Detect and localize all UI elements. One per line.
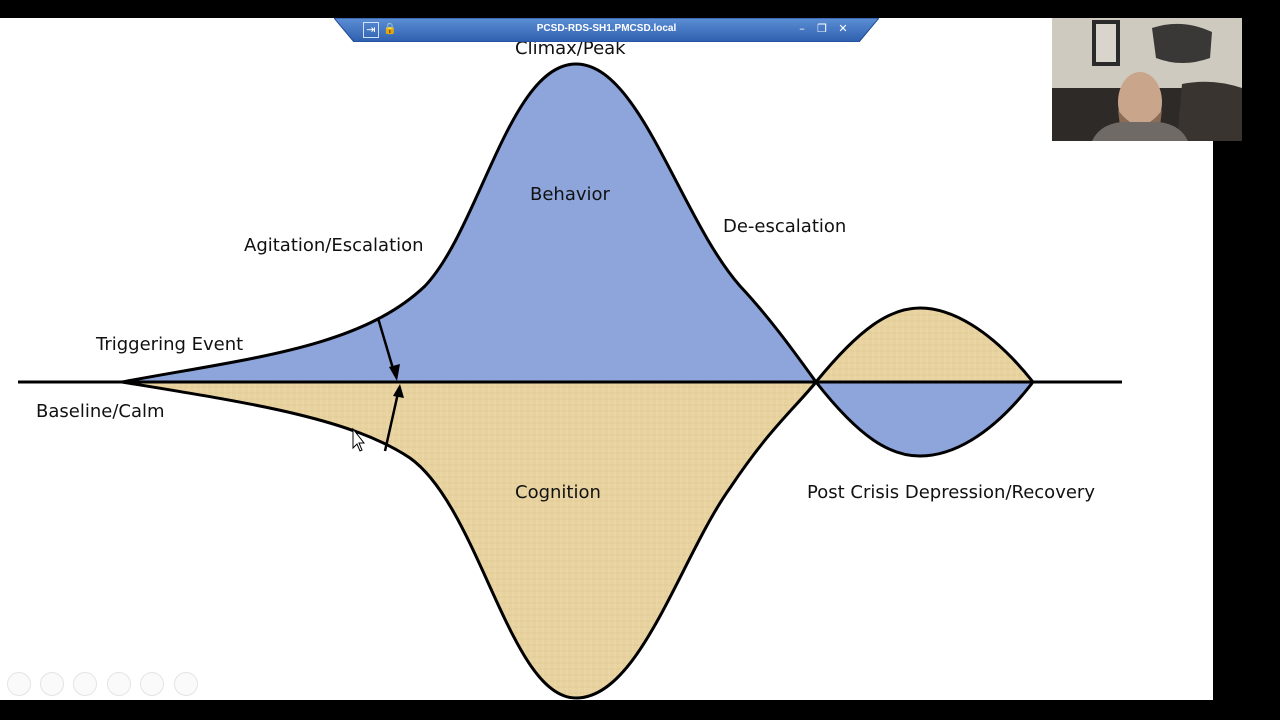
baseline-label: Baseline/Calm [36,401,165,422]
next-icon[interactable] [40,672,64,696]
agitation-label: Agitation/Escalation [244,235,424,256]
recovery-upper-outline [814,306,1035,383]
lock-icon[interactable]: 🔒 [383,22,397,35]
presenter-webcam [1052,18,1242,141]
remote-session-title: PCSD-RDS-SH1.PMCSD.local [536,23,677,34]
behavior-outline [121,62,818,384]
crisis-cycle-diagram [18,62,1122,700]
cognition-label: Cognition [515,482,601,503]
recovery-tan-area [816,308,1033,382]
mouse-cursor [352,427,366,452]
cognition-outline [121,380,818,700]
slide: Climax/Peak Behavior De-escalation Agita… [0,18,1213,700]
restore-icon[interactable]: ❐ [817,22,827,35]
slides-icon[interactable] [107,672,131,696]
behavior-arrow [376,317,400,381]
minimize-icon[interactable]: – [799,22,805,35]
webcam-video [1052,18,1242,141]
zoom-icon[interactable] [140,672,164,696]
post-crisis-label: Post Crisis Depression/Recovery [807,482,1095,503]
behavior-area [122,64,816,382]
triggering-label: Triggering Event [96,334,244,355]
cognition-arrow [383,384,404,452]
close-icon[interactable]: ✕ [838,22,848,35]
remote-bar-background [334,18,879,42]
pen-icon[interactable] [73,672,97,696]
pin-icon[interactable]: ⇥ [363,22,379,38]
behavior-label: Behavior [530,184,610,205]
climax-label: Climax/Peak [515,38,626,59]
more-icon[interactable] [174,672,198,696]
previous-icon[interactable] [7,672,31,696]
remote-desktop-bar[interactable]: ⇥ 🔒 PCSD-RDS-SH1.PMCSD.local – ❐ ✕ [334,18,879,42]
recovery-lower-outline [814,381,1035,458]
de-escalation-label: De-escalation [723,216,847,237]
